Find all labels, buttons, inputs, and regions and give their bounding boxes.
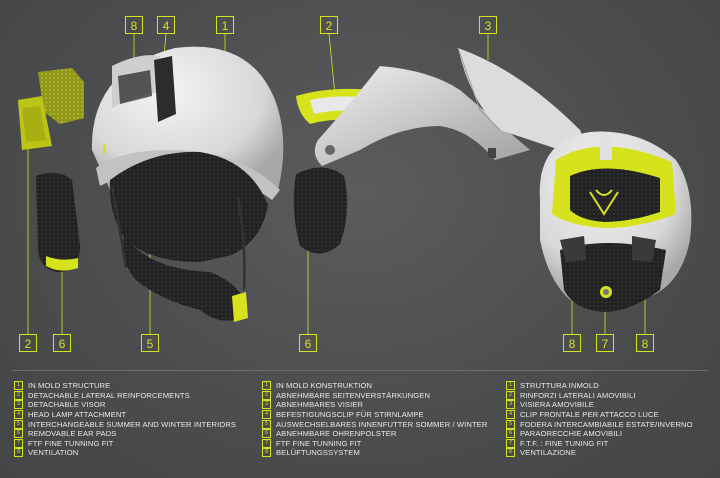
legend-text: BELÜFTUNGSSYSTEM (276, 448, 360, 458)
legend-number: 6 (262, 429, 271, 439)
legend-item: 6 REMOVABLE EAR PADS (14, 429, 236, 439)
legend-text: STRUTTURA INMOLD (520, 381, 599, 391)
legend-text: ABNEHMBARE SEITENVERSTÄRKUNGEN (276, 390, 431, 400)
legend-text: AUSWECHSELBARES INNENFUTTER SOMMER / WIN… (276, 419, 488, 429)
legend-item: 8 VENTILATION (14, 448, 236, 458)
legend-text: FTF FINE TUNNING FIT (276, 438, 362, 448)
legend-number: 8 (14, 448, 23, 458)
legend-text: BEFESTIGUNGSCLIP FÜR STIRNLAMPE (276, 410, 424, 420)
legend-item: 5 AUSWECHSELBARES INNENFUTTER SOMMER / WI… (262, 419, 487, 429)
callout-lateral-reinforcement-top: 2 (320, 16, 338, 34)
legend-item: 6 PARAORECCHIE AMOVIBILI (506, 429, 693, 439)
legend-number: 8 (506, 448, 515, 458)
legend-item: 5 FODERA INTERCAMBIABILE ESTATE/INVERNO (506, 419, 693, 429)
callout-visor: 3 (479, 16, 497, 34)
legend-number: 2 (262, 390, 271, 400)
callout-in-mold-structure: 1 (216, 16, 234, 34)
legend-text: VENTILAZIONE (520, 448, 577, 458)
legend-item: 3 DETACHABLE VISOR (14, 400, 236, 410)
legend-number: 4 (506, 410, 515, 420)
legend-number: 3 (14, 400, 23, 410)
legend-number: 1 (262, 381, 271, 391)
callout-ear-pad-left: 6 (53, 334, 71, 352)
legend-text: CLIP FRONTALE PER ATTACCO LUCE (520, 410, 659, 420)
legend-item: 1 IN MOLD KONSTRUKTION (262, 381, 487, 391)
legend-german: 1 IN MOLD KONSTRUKTION 2 ABNEHMBARE SEITEN… (262, 381, 487, 458)
legend-text: IN MOLD KONSTRUKTION (276, 381, 373, 391)
callout-ventilation-right: 8 (636, 334, 654, 352)
callout-fine-tuning-fit: 7 (596, 334, 614, 352)
legend-item: 5 INTERCHANGEABLE SUMMER AND WINTER INTER… (14, 419, 236, 429)
legend-text: DETACHABLE VISOR (28, 400, 106, 410)
legend-number: 6 (14, 429, 23, 439)
main-helmet (91, 46, 284, 322)
legend-text: ABNEHMBARE OHRENPOLSTER (276, 429, 397, 439)
legend-text: IN MOLD STRUCTURE (28, 381, 111, 391)
legend-text: VISIERA AMOVIBILE (520, 400, 594, 410)
legend-text: VENTILATION (28, 448, 79, 458)
legend-item: 2 DETACHABLE LATERAL REINFORCEMENTS (14, 390, 236, 401)
legend-text: RINFORZI LATERALI AMOVIBILI (520, 390, 636, 400)
legend-text: ABNEHMBARES VISIER (276, 400, 364, 410)
front-view-helmet (539, 131, 692, 312)
legend-number: 7 (262, 438, 271, 448)
legend-item: 1 IN MOLD STRUCTURE (14, 381, 236, 391)
legend-divider (12, 370, 708, 371)
legend-text: FTF FINE TUNNING FIT (28, 438, 114, 448)
lateral-reinforcement-part (18, 68, 84, 150)
legend-number: 3 (506, 400, 515, 410)
legend-number: 5 (262, 419, 271, 429)
legend-item: 4 CLIP FRONTALE PER ATTACCO LUCE (506, 410, 693, 420)
legend-item: 3 ABNEHMBARES VISIER (262, 400, 487, 410)
legend-number: 4 (14, 410, 23, 420)
visor-part (314, 47, 583, 166)
legend-item: 2 ABNEHMBARE SEITENVERSTÄRKUNGEN (262, 390, 487, 401)
legend-text: REMOVABLE EAR PADS (28, 429, 117, 439)
legend-number: 1 (14, 381, 23, 391)
legend-number: 8 (262, 448, 271, 458)
legend-item: 7 FTF FINE TUNNING FIT (14, 438, 236, 449)
legend-item: 4 HEAD LAMP ATTACHMENT (14, 410, 236, 420)
callout-interiors: 5 (141, 334, 159, 352)
legend-item: 2 RINFORZI LATERALI AMOVIBILI (506, 390, 693, 401)
callout-lateral-reinforcement-bottom: 2 (19, 334, 37, 352)
legend-number: 2 (14, 390, 23, 400)
callout-ear-pad-right: 6 (299, 334, 317, 352)
legend-number: 1 (506, 381, 515, 391)
callout-head-lamp: 4 (157, 16, 175, 34)
legend-item: 1 STRUTTURA INMOLD (506, 381, 693, 391)
ear-pad-center-part (293, 167, 348, 254)
legend-item: 4 BEFESTIGUNGSCLIP FÜR STIRNLAMPE (262, 410, 487, 420)
legend-item: 6 ABNEHMBARE OHRENPOLSTER (262, 429, 487, 439)
legend-number: 3 (262, 400, 271, 410)
legend-number: 7 (14, 438, 23, 448)
legend-text: DETACHABLE LATERAL REINFORCEMENTS (28, 390, 190, 400)
legend-text: F.T.F. : FINE TUNING FIT (520, 438, 609, 448)
legend-item: 8 VENTILAZIONE (506, 448, 693, 458)
legend-item: 7 FTF FINE TUNNING FIT (262, 438, 487, 449)
legend-text: PARAORECCHIE AMOVIBILI (520, 429, 623, 439)
legend-number: 2 (506, 390, 515, 400)
ear-pad-left-part (36, 172, 80, 272)
legend-text: HEAD LAMP ATTACHMENT (28, 410, 127, 420)
legend-italian: 1 STRUTTURA INMOLD 2 RINFORZI LATERALI AMO… (506, 381, 693, 458)
legend-item: 8 BELÜFTUNGSSYSTEM (262, 448, 487, 458)
legend-number: 5 (506, 419, 515, 429)
legend-item: 3 VISIERA AMOVIBILE (506, 400, 693, 410)
legend-number: 5 (14, 419, 23, 429)
legend-text: INTERCHANGEABLE SUMMER AND WINTER INTERI… (28, 419, 237, 429)
legend-number: 7 (506, 438, 515, 448)
legend-english: 1 IN MOLD STRUCTURE 2 DETACHABLE LATERAL R… (14, 381, 236, 458)
legend-number: 6 (506, 429, 515, 439)
legend-text: FODERA INTERCAMBIABILE ESTATE/INVERNO (520, 419, 693, 429)
legend-item: 7 F.T.F. : FINE TUNING FIT (506, 438, 693, 449)
callout-ventilation-top: 8 (125, 16, 143, 34)
helmet-illustration (18, 33, 692, 335)
legend-number: 4 (262, 410, 271, 420)
callout-ventilation-left: 8 (563, 334, 581, 352)
